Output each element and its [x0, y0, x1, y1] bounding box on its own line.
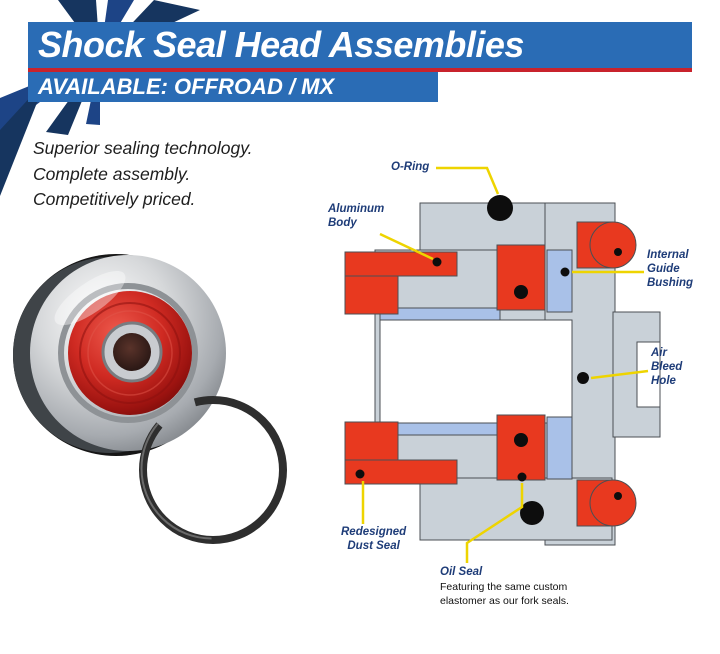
o-ring-dot: [487, 195, 513, 221]
label-o-ring: O-Ring: [391, 161, 430, 173]
guide-bushings: [379, 249, 573, 480]
label-oil-seal: Oil Seal: [440, 566, 483, 578]
bottom-o-ring-dot: [520, 501, 544, 525]
accent-rule: [28, 68, 692, 72]
header-banner: Shock Seal Head Assemblies: [28, 22, 692, 68]
availability-text: AVAILABLE: OFFROAD / MX: [38, 74, 335, 99]
product-photo: [13, 254, 288, 545]
availability-banner: AVAILABLE: OFFROAD / MX: [28, 72, 438, 102]
air-bleed-hole-dot: [577, 372, 589, 384]
label-air-bleed-hole: Air Bleed Hole: [651, 347, 683, 388]
snap-ring-graphic: [138, 395, 288, 545]
label-aluminum-body: Aluminum Body: [328, 203, 385, 230]
o-ring-dots: [355, 195, 622, 525]
page-title: Shock Seal Head Assemblies: [38, 24, 524, 65]
label-internal-guide-bushing: Internal Guide Bushing: [647, 249, 693, 290]
label-redesigned-dust-seal: Redesigned Dust Seal: [341, 526, 407, 553]
oil-seal-note: Featuring the same custom elastomer as o…: [440, 581, 569, 607]
seal-head-photo: [13, 254, 226, 456]
seals-shapes: [344, 221, 637, 527]
cross-section-diagram: [344, 195, 661, 546]
intro-text: Superior sealing technology. Complete as…: [33, 138, 253, 210]
